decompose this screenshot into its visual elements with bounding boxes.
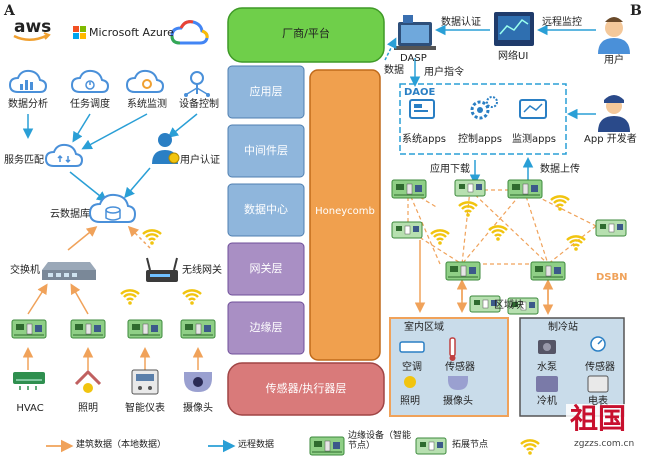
legend-building-data: 建筑数据（本地数据）: [76, 440, 167, 450]
data-auth-label: 数据认证: [441, 17, 481, 28]
legend-edge-device: 边缘设备（智能节点）: [348, 431, 412, 451]
cold-station-label: 制冷站: [548, 322, 578, 333]
indoor-light-icon: [404, 376, 416, 388]
legend-remote-data: 远程数据: [238, 440, 275, 450]
dsbn-label: DSBN: [596, 272, 628, 283]
user-auth-icon: [152, 133, 180, 164]
layer-gateway: 网关层: [249, 262, 283, 275]
vendor-platform-layer: [227, 7, 385, 63]
switch-icon: [42, 262, 96, 280]
control-apps-label: 控制apps: [457, 134, 503, 145]
chiller-icon: [536, 376, 558, 392]
cloud-db-label: 云数据库: [50, 209, 90, 220]
layer-vendor-platform: 厂商/平台: [282, 27, 330, 40]
honeycomb-block: [309, 69, 381, 361]
google-cloud-logo: [170, 20, 209, 45]
camera-icon: [184, 372, 212, 392]
azure-label: Microsoft Azure: [89, 26, 174, 39]
cold-pump-label: 水泵: [537, 362, 557, 373]
indoor-region-label: 室内区域: [404, 322, 444, 333]
indoor-sensor-label: 传感器: [445, 362, 475, 373]
watermark-logo: 祖国: [570, 402, 627, 435]
indoor-camera-label: 摄像头: [443, 396, 473, 407]
cloud-database-icon: [88, 193, 137, 223]
layer-sensor-actuator: 传感器/执行器层: [265, 382, 347, 395]
cold-station-box: [519, 317, 625, 417]
app-download-label: 应用下载: [430, 164, 470, 175]
data-analysis-icon: [8, 69, 48, 93]
layer-application: 应用层: [249, 85, 283, 98]
task-schedule-icon: [70, 69, 110, 93]
watermark-url: zgzzs.com.cn: [574, 439, 635, 449]
hvac-icon: [13, 372, 45, 390]
honeycomb-label: Honeycomb: [315, 206, 375, 217]
legend-ext-node: 拓展节点: [452, 440, 489, 450]
remote-monitor-label: 远程监控: [542, 17, 582, 28]
aws-label: aws: [14, 17, 52, 37]
cold-meter-label: 电表: [588, 396, 608, 407]
user-auth-label: 用户认证: [180, 155, 220, 166]
wireless-gateway-icon: [146, 257, 178, 282]
smart-meter-icon: [131, 369, 159, 395]
network-ui-label: 网络UI: [498, 51, 529, 62]
indoor-light-label: 照明: [400, 396, 420, 407]
indoor-ac-label: 空调: [402, 362, 422, 373]
device-control-icon: [184, 71, 210, 97]
azure-logo: [73, 26, 86, 39]
app-developer-icon: [598, 95, 630, 132]
panel-label-b: B: [630, 3, 642, 19]
layer-middleware: 中间件层: [244, 144, 288, 157]
panel-label-a: A: [4, 3, 15, 19]
device-camera: 摄像头: [183, 403, 213, 414]
wireless-gateway-label: 无线网关: [182, 265, 222, 276]
region-block-label: 区域块: [494, 300, 524, 311]
service-device-control: 设备控制: [179, 99, 219, 110]
service-data-analysis: 数据分析: [8, 99, 48, 110]
system-monitor-icon: [125, 69, 165, 93]
indoor-camera-icon: [448, 376, 468, 390]
layer-edge: 边缘层: [249, 321, 283, 334]
aws-logo: [13, 32, 51, 41]
daoe-box: [399, 83, 567, 155]
cold-sensor-label: 传感器: [585, 362, 615, 373]
layer-data-center: 数据中心: [244, 203, 288, 216]
meter-icon: [587, 375, 609, 393]
device-lighting: 照明: [78, 403, 98, 414]
indoor-region-box: [389, 317, 509, 417]
service-match-icon: [44, 143, 84, 167]
ac-icon: [399, 341, 425, 353]
pump-icon: [538, 340, 556, 354]
dasp-icon: [394, 15, 436, 50]
device-smart-meter: 智能仪表: [125, 403, 165, 414]
lighting-icon: [74, 369, 102, 393]
network-ui-icon: [494, 12, 534, 46]
data-upload-label: 数据上传: [540, 164, 580, 175]
control-apps-icon: [470, 96, 498, 120]
sensor-actuator-layer: [227, 362, 385, 416]
device-hvac: HVAC: [16, 403, 44, 414]
cold-chiller-label: 冷机: [537, 396, 557, 407]
data-label: 数据: [384, 65, 404, 76]
monitor-apps-icon: [519, 99, 547, 119]
user-command-label: 用户指令: [424, 67, 464, 78]
system-apps-label: 系统apps: [401, 134, 447, 145]
app-developer-label: App 开发者: [584, 134, 637, 145]
user-icon: [598, 17, 630, 54]
service-system-monitor: 系统监测: [127, 99, 167, 110]
daoe-label: DAOE: [404, 87, 436, 98]
monitor-apps-label: 监测apps: [511, 134, 557, 145]
switch-label: 交换机: [10, 265, 40, 276]
cold-sensor-icon: [590, 336, 606, 352]
service-task-schedule: 任务调度: [70, 99, 110, 110]
indoor-sensor-icon: [449, 337, 456, 361]
system-apps-icon: [409, 99, 435, 119]
service-match-label: 服务匹配: [4, 155, 44, 166]
user-label: 用户: [604, 55, 624, 66]
dasp-label: DASP: [400, 53, 427, 64]
